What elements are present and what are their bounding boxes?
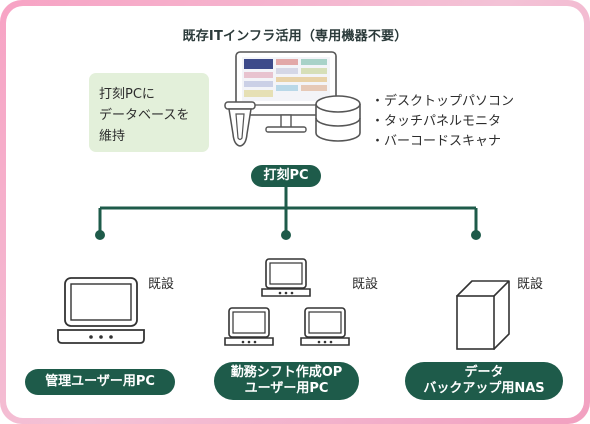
- connector-dot-backup: [471, 230, 481, 240]
- database-icon: [315, 95, 361, 142]
- shift-pc-label-line-2: ユーザー用PC: [244, 381, 329, 396]
- small-laptop-icon-left: [224, 307, 274, 346]
- laptop-icon: [57, 277, 145, 344]
- shift-pc-label: 勤務シフト作成OP ユーザー用PC: [214, 362, 359, 400]
- note-line-2: データベースを: [99, 108, 190, 123]
- note-line-1: 打刻PCに: [99, 87, 155, 102]
- diagram-title: 既存ITインフラ活用（専用機器不要）: [182, 29, 408, 44]
- hardware-list: ・デスクトップパソコン ・タッチパネルモニタ ・バーコードスキャナ: [371, 92, 514, 152]
- backup-nas-label-line-1: データ: [464, 365, 504, 380]
- existing-label-backup: 既設: [517, 277, 544, 292]
- spec-item-barcode-scanner: ・バーコードスキャナ: [371, 134, 502, 149]
- small-laptop-icon-right: [300, 307, 350, 346]
- shift-pc-label-line-1: 勤務シフト作成OP: [230, 365, 343, 380]
- small-laptop-icon-top: [261, 258, 311, 297]
- timeclock-pc-label: 打刻PC: [251, 165, 321, 187]
- barcode-scanner-icon: [224, 101, 256, 147]
- spec-item-touch-monitor: ・タッチパネルモニタ: [371, 114, 502, 129]
- spec-item-desktop: ・デスクトップパソコン: [371, 94, 515, 109]
- nas-server-icon: [456, 280, 510, 350]
- connector-dot-admin: [95, 230, 105, 240]
- backup-nas-label: データ バックアップ用NAS: [405, 362, 563, 400]
- admin-pc-label: 管理ユーザー用PC: [25, 369, 175, 395]
- note-line-3: 維持: [99, 129, 126, 144]
- connector-lines: [98, 186, 478, 235]
- existing-label-shift: 既設: [352, 277, 379, 292]
- existing-label-admin: 既設: [148, 277, 175, 292]
- backup-nas-label-line-2: バックアップ用NAS: [423, 381, 545, 396]
- connector-dot-shift: [281, 230, 291, 240]
- database-note: 打刻PCに データベースを 維持: [89, 73, 209, 152]
- desktop-monitor-icon: [235, 51, 337, 133]
